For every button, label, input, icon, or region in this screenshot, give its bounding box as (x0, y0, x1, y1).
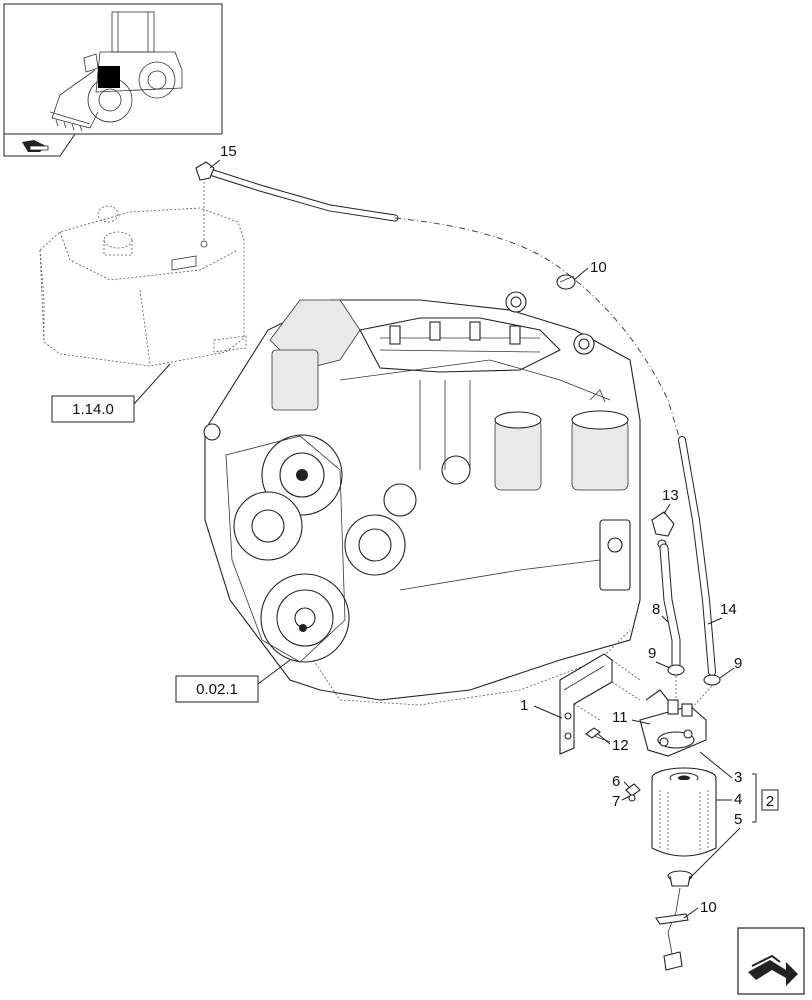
callout-9-right: 9 (734, 655, 742, 672)
callout-5: 5 (734, 811, 742, 828)
callout-9-left: 9 (648, 645, 656, 662)
callout-4: 4 (734, 791, 742, 808)
callouts: 15 10 13 8 14 9 9 1 11 12 6 7 3 (209, 143, 742, 919)
next-page-arrow-icon[interactable] (737, 927, 805, 995)
bolts-6-7 (625, 783, 641, 802)
filter-cartridge-4 (651, 767, 717, 857)
callout-1: 1 (520, 697, 528, 714)
filter-head-3 (639, 689, 707, 757)
ref-box-kit[interactable]: 2 (752, 773, 779, 823)
drain-5 (655, 870, 693, 971)
bolts-11-12 (585, 727, 611, 743)
callout-15: 15 (220, 143, 237, 160)
vent-hose-15 (195, 161, 399, 248)
engine-assembly (203, 291, 641, 706)
clamp-9-right (703, 674, 721, 686)
hose-14 (678, 436, 716, 676)
clip-10-upper (556, 274, 576, 290)
routing-line (394, 217, 681, 441)
fuel-tank (39, 205, 247, 367)
machine-thumbnail (3, 3, 223, 157)
bracket-1 (559, 653, 641, 755)
callout-8: 8 (652, 601, 660, 618)
clamp-9-left (667, 664, 685, 676)
callout-14: 14 (720, 601, 737, 618)
callout-13: 13 (662, 487, 679, 504)
highlight-marker (98, 66, 120, 88)
callout-10-lower: 10 (700, 899, 717, 916)
callout-10-upper: 10 (590, 259, 607, 276)
callout-11: 11 (612, 709, 628, 726)
ref-label-kit: 2 (766, 793, 774, 810)
ref-label-engine: 0.02.1 (196, 681, 238, 698)
view-icon (22, 140, 49, 152)
hose-8 (659, 543, 681, 673)
ref-box-tank[interactable]: 1.14.0 (51, 363, 171, 423)
elbow-fitting-13 (651, 511, 675, 549)
ref-box-engine[interactable]: 0.02.1 (175, 659, 291, 703)
callout-6: 6 (612, 773, 620, 790)
callout-7: 7 (612, 793, 620, 810)
callout-3: 3 (734, 769, 742, 786)
callout-12: 12 (612, 737, 629, 754)
ref-label-tank: 1.14.0 (72, 401, 114, 418)
